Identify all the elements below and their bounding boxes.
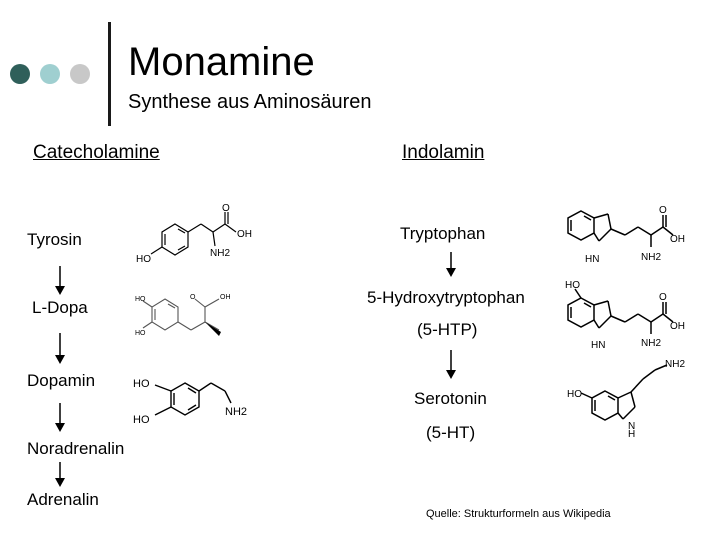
tyrosine-ho-label: HO xyxy=(136,254,151,265)
tyrosine-oh-label: OH xyxy=(237,229,252,240)
5-htp-label: 5-Hydroxytryptophan xyxy=(367,288,525,307)
tryptophan-nh2-label: NH2 xyxy=(641,252,661,263)
serotonin-n-label: N xyxy=(628,421,635,432)
dopamine-structure: HO HO NH2 xyxy=(133,378,247,426)
arrow-tryptophan-to-5-htp xyxy=(446,252,456,277)
5-htp-ho-label: HO xyxy=(565,280,580,291)
serotonin-structure: HO NH2 N H xyxy=(567,359,685,440)
tyrosine-nh2-label: NH2 xyxy=(210,248,230,259)
bullet-dot-dark xyxy=(10,64,30,84)
noradrenaline-label: Noradrenalin xyxy=(27,439,125,458)
tyrosine-label: Tyrosin xyxy=(27,230,82,249)
indolamine-heading: Indolamin xyxy=(402,142,485,163)
arrow-5-htp-to-serotonin xyxy=(446,350,456,379)
tryptophan-oh-label: OH xyxy=(670,234,685,245)
5-htp-hn-label: HN xyxy=(591,340,605,351)
5-ht-abbreviation: (5-HT) xyxy=(426,423,476,442)
tryptophan-o-label: O xyxy=(659,205,667,216)
page-title: Monamine xyxy=(128,40,315,84)
serotonin-nh2-label: NH2 xyxy=(665,359,685,370)
tyrosine-o-label: O xyxy=(222,203,230,214)
l-dopa-structure: HO HO O OH xyxy=(135,294,231,337)
5-htp-o-label: O xyxy=(659,292,667,303)
bullet-dot-teal xyxy=(40,64,60,84)
dopamine-label: Dopamin xyxy=(27,371,96,390)
l-dopa-ho-label-bottom: HO xyxy=(135,330,146,337)
adrenaline-label: Adrenalin xyxy=(27,490,99,509)
dopamine-nh2-label: NH2 xyxy=(225,406,247,418)
title-divider xyxy=(108,22,111,126)
dopamine-ho-label-top: HO xyxy=(133,378,150,390)
l-dopa-label: L-Dopa xyxy=(32,298,88,317)
dopamine-ho-label-bottom: HO xyxy=(133,414,150,426)
tryptophan-hn-label: HN xyxy=(585,254,599,265)
l-dopa-o-label: O xyxy=(190,294,196,301)
5-htp-structure: HO HN NH2 O OH xyxy=(565,280,685,351)
serotonin-h-label: H xyxy=(628,429,635,440)
serotonin-ho-label: HO xyxy=(567,389,582,400)
tryptophan-structure: HN NH2 O OH xyxy=(567,205,685,265)
page-subtitle: Synthese aus Aminosäuren xyxy=(128,91,372,113)
l-dopa-ho-label-top: HO xyxy=(135,296,146,303)
tyrosine-structure: HO NH2 O OH xyxy=(136,203,252,265)
5-htp-oh-label: OH xyxy=(670,321,685,332)
catecholamine-heading: Catecholamine xyxy=(33,142,160,163)
source-note: Quelle: Strukturformeln aus Wikipedia xyxy=(426,508,611,520)
arrow-dopamine-to-noradrenaline xyxy=(55,403,65,432)
tryptophan-label: Tryptophan xyxy=(400,224,486,243)
arrow-noradrenaline-to-adrenaline xyxy=(55,462,65,487)
arrow-tyrosine-to-dopa xyxy=(55,266,65,295)
5-htp-abbreviation: (5-HTP) xyxy=(417,320,478,339)
l-dopa-oh-label: OH xyxy=(220,294,231,301)
serotonin-label: Serotonin xyxy=(414,389,487,408)
5-htp-nh2-label: NH2 xyxy=(641,338,661,349)
bullet-dot-grey xyxy=(70,64,90,84)
arrow-dopa-to-dopamine xyxy=(55,333,65,364)
